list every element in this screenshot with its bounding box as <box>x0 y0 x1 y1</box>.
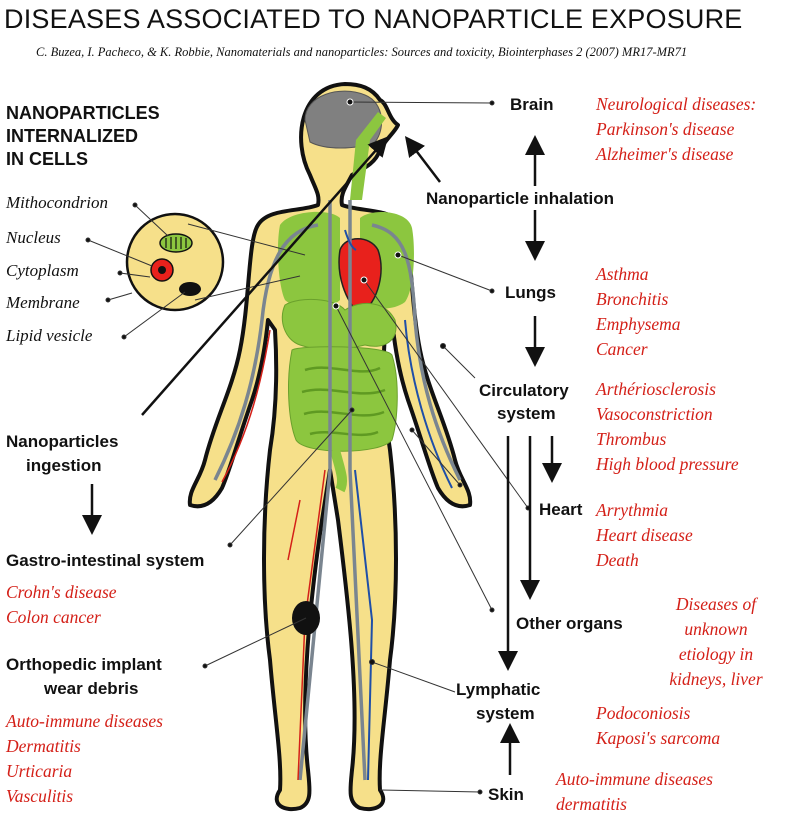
citation: C. Buzea, I. Pacheco, & K. Robbie, Nanom… <box>36 45 688 59</box>
lungs-disease-1: Asthma <box>596 264 649 284</box>
circulatory-disease-3: Thrombus <box>596 429 667 449</box>
skin-disease-2: dermatitis <box>556 794 627 814</box>
lungs-shape <box>277 211 414 309</box>
cells-heading-line2: INTERNALIZED <box>6 126 138 146</box>
cells-heading-line3: IN CELLS <box>6 149 89 169</box>
implant-label-line1: Orthopedic implant <box>6 655 162 674</box>
organelle-membrane: Membrane <box>6 293 80 312</box>
gi-disease-2: Colon cancer <box>6 607 101 627</box>
ingestion-label-line1: Nanoparticles <box>6 432 119 451</box>
page-title: DISEASES ASSOCIATED TO NANOPARTICLE EXPO… <box>4 4 743 34</box>
organelle-cytoplasm: Cytoplasm <box>6 261 79 280</box>
circulatory-label-line2: system <box>497 404 556 423</box>
organelle-mitochondrion: Mithocondrion <box>6 193 108 212</box>
other-disease-2: unknown <box>684 619 748 639</box>
lymphatic-label-line2: system <box>476 704 535 723</box>
heart-disease-3: Death <box>596 550 639 570</box>
vein-network <box>344 229 453 781</box>
lungs-disease-4: Cancer <box>596 339 648 359</box>
heart-label: Heart <box>539 500 583 519</box>
liver-stomach-shape <box>281 298 397 351</box>
circulatory-disease-4: High blood pressure <box>596 454 739 474</box>
heart-disease-2: Heart disease <box>596 525 693 545</box>
skin-label: Skin <box>488 785 524 804</box>
organelle-lipid-vesicle: Lipid vesicle <box>6 326 93 345</box>
intestines-shape <box>288 346 398 452</box>
circulatory-disease-1: Arthériosclerosis <box>596 379 716 399</box>
heart-disease-1: Arrythmia <box>596 500 668 520</box>
other-organs-label: Other organs <box>516 614 623 633</box>
lungs-label: Lungs <box>505 283 556 302</box>
gi-disease-1: Crohn's disease <box>6 582 117 602</box>
brain-disease-1: Neurological diseases: <box>596 94 757 114</box>
skin-disease-1: Auto-immune diseases <box>556 769 713 789</box>
brain-label: Brain <box>510 95 554 114</box>
implant-disease-3: Urticaria <box>6 761 73 781</box>
other-disease-4: kidneys, liver <box>669 669 763 689</box>
lymphatic-disease-2: Kaposi's sarcoma <box>596 728 721 748</box>
cells-heading-line1: NANOPARTICLES <box>6 103 160 123</box>
other-disease-1: Diseases of <box>675 594 757 614</box>
implant-disease-1: Auto-immune diseases <box>6 711 163 731</box>
implant-disease-4: Vasculitis <box>6 786 74 806</box>
inhalation-label: Nanoparticle inhalation <box>426 189 614 208</box>
organelle-nucleus: Nucleus <box>6 228 61 247</box>
circulatory-disease-2: Vasoconstriction <box>596 404 713 424</box>
ingestion-label-line2: ingestion <box>26 456 102 475</box>
circulatory-label-line1: Circulatory <box>479 381 569 400</box>
lymphatic-disease-1: Podoconiosis <box>596 703 691 723</box>
implant-disease-2: Dermatitis <box>6 736 81 756</box>
lungs-disease-2: Bronchitis <box>596 289 669 309</box>
brain-disease-2: Parkinson's disease <box>596 119 735 139</box>
brain-disease-3: Alzheimer's disease <box>596 144 734 164</box>
airway-shape <box>350 112 386 200</box>
lungs-disease-3: Emphysema <box>596 314 681 334</box>
implant-label-line2: wear debris <box>44 679 139 698</box>
gi-label: Gastro-intestinal system <box>6 551 205 570</box>
lymphatic-label-line1: Lymphatic <box>456 680 541 699</box>
other-disease-3: etiology in <box>678 644 754 664</box>
vessel-network <box>213 200 462 781</box>
